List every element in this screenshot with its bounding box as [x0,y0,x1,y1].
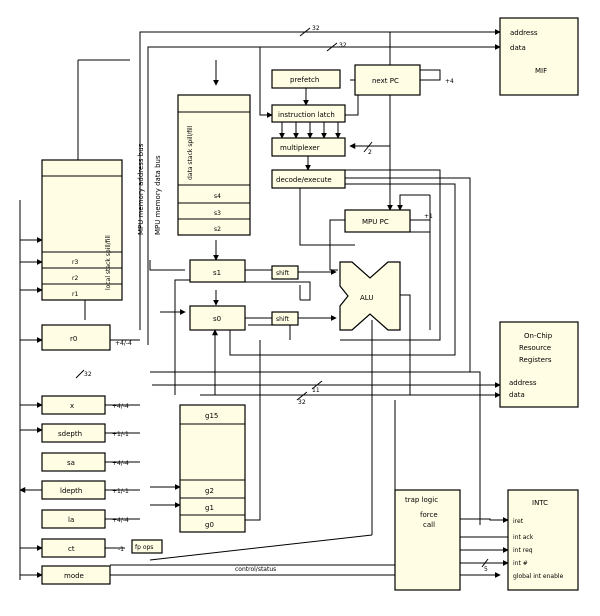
on-chip-resource-block[interactable]: On-Chip Resource Registers address data [499,321,579,408]
x-inc-label: +4/-4 [112,403,129,410]
la-inc-label: +4/-4 [112,517,129,524]
ct-register[interactable]: ct [41,538,106,558]
alu-label: ALU [360,294,373,302]
width-32-d: 32 [298,399,306,406]
r0-inc-label: +4/-4 [115,340,132,347]
intc-global-int-enable: global int enable [513,573,564,580]
la-register[interactable]: la [41,509,106,529]
intc-int-num: int # [513,560,528,567]
sa-inc-label: +4/-4 [112,460,129,467]
intc-int-ack: int ack [513,534,534,541]
trap-logic-label: trap logic [405,496,438,504]
decode-execute-block[interactable]: decode/execute [271,169,346,189]
force-label: force [420,511,438,519]
call-label: call [423,521,435,529]
instruction-latch-label: instruction latch [278,111,335,119]
ct-minus1-label: -1 [118,546,124,553]
ldepth-register[interactable]: ldepth [41,480,106,500]
mif-address-label: address [510,29,538,37]
r1-label: r1 [72,291,78,298]
r2-label: r2 [72,275,78,282]
global-registers-block[interactable]: g15 g2 g1 g0 [179,404,246,533]
s0-register[interactable]: s0 [189,305,246,331]
local-stack-block[interactable]: r3 r2 r1 local stack spill/fill [41,159,123,301]
mode-label: mode [64,572,84,580]
next-pc-label: next PC [372,77,399,85]
g0-label: g0 [205,521,214,529]
s0-label: s0 [213,315,221,323]
width-32-b: 32 [339,42,347,49]
r3-label: r3 [72,259,78,266]
s1-register[interactable]: s1 [189,259,246,283]
g1-label: g1 [205,504,214,512]
ct-label: ct [68,545,75,553]
ocr-address-label: address [509,379,537,387]
sdepth-inc-label: +1/-1 [112,431,129,438]
control-status-label: control/status [235,566,276,573]
width-32-a: 32 [312,25,320,32]
ldepth-label: ldepth [60,487,82,495]
mif-title: MIF [535,67,547,75]
x-label: x [70,402,74,410]
local-stack-caption: local stack spill/fill [105,235,112,290]
data-stack-caption: data stack spill/fill [187,125,194,180]
sa-register[interactable]: sa [41,452,106,472]
g15-label: g15 [205,412,218,420]
sdepth-label: sdepth [58,430,82,438]
next-pc-block[interactable]: next PC [354,64,421,96]
intc-block[interactable]: INTC iret int ack int req int # global i… [507,489,579,591]
mpu-pc-block[interactable]: MPU PC [344,209,411,233]
fp-ops-block[interactable]: fp ops [131,539,163,554]
ocr-data-label: data [509,391,525,399]
intc-title: INTC [532,499,548,507]
mpu-data-bus-label: MPU memory data bus [154,155,162,235]
prefetch-block[interactable]: prefetch [271,69,341,89]
width-32-c: 32 [84,371,92,378]
sdepth-register[interactable]: sdepth [41,423,106,443]
r0-register[interactable]: r0 [41,324,111,351]
multiplexer-label: multiplexer [280,144,320,152]
multiplexer-block[interactable]: multiplexer [271,137,346,157]
sa-label: sa [67,459,75,467]
s1-label: s1 [213,269,221,277]
shift1-block[interactable]: shift [271,265,299,280]
data-stack-block[interactable]: s4 s3 s2 data stack spill/fill [177,94,251,236]
ocr-line2: Resource [519,344,551,352]
shift0-label: shift [276,316,290,323]
g2-label: g2 [205,487,214,495]
instruction-latch-block[interactable]: instruction latch [271,104,346,123]
intc-int-req: int req [513,547,533,554]
fp-ops-label: fp ops [135,544,153,551]
alu-block[interactable]: ALU [339,261,401,331]
mpu-pc-label: MPU PC [362,218,389,226]
prefetch-label: prefetch [290,76,319,84]
mode-register[interactable]: mode [41,565,111,585]
mpu-address-bus-label: MPU memory address bus [137,143,145,235]
plus1-label: +1 [424,213,433,220]
width-11-label: 11 [312,387,320,394]
plus4-top-label: +4 [445,78,454,85]
mif-data-label: data [510,44,526,52]
s2-label: s2 [214,226,221,233]
decode-execute-label: decode/execute [276,176,332,184]
mif-block[interactable]: address data MIF [499,17,579,96]
x-register[interactable]: x [41,395,106,415]
trap-logic-block[interactable]: trap logic force call [394,489,461,591]
s4-label: s4 [214,193,221,200]
la-label: la [68,516,74,524]
ocr-line1: On-Chip [524,332,553,340]
shift1-label: shift [276,270,290,277]
s3-label: s3 [214,210,221,217]
width-2-label: 2 [368,149,372,156]
r0-label: r0 [70,335,77,343]
ocr-line3: Registers [519,356,552,364]
shift0-block[interactable]: shift [271,311,299,326]
ldepth-inc-label: +1/-1 [112,488,129,495]
intc-iret: iret [513,518,524,525]
width-5-label: 5 [484,566,488,573]
wires [19,27,509,580]
